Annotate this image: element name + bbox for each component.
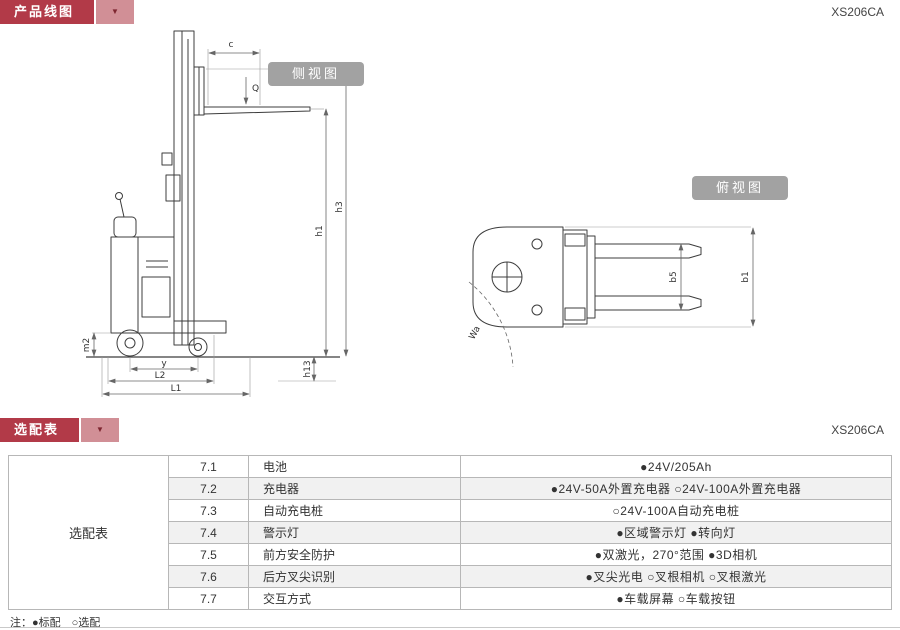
top-view-badge: 俯视图 (692, 176, 788, 200)
section-header-product-line: 产品线图 ▼ XS206CA (0, 0, 900, 24)
row-name: 警示灯 (248, 521, 461, 544)
row-value: ●24V/205Ah (460, 455, 892, 478)
side-view-drawing: c Q h1 h3 h13 m2 y L2 L1 (82, 30, 349, 397)
row-number: 7.3 (168, 499, 249, 522)
dim-label-y: y (161, 359, 167, 369)
options-title-badge: 选配表 (0, 418, 80, 442)
top-view-drawing: b5 b1 Wa (468, 226, 756, 368)
row-number: 7.1 (168, 455, 249, 478)
triangle-down-icon: ▼ (96, 425, 104, 434)
row-name: 前方安全防护 (248, 543, 461, 566)
row-number: 7.6 (168, 565, 249, 588)
section-header-options: 选配表 ▼ XS206CA (0, 418, 900, 442)
triangle-marker-box: ▼ (81, 418, 120, 442)
triangle-down-icon: ▼ (111, 7, 119, 16)
row-number: 7.4 (168, 521, 249, 544)
side-view-badge: 侧视图 (268, 62, 364, 86)
row-number: 7.2 (168, 477, 249, 500)
dim-label-l1: L1 (171, 384, 182, 394)
model-label: XS206CA (831, 423, 884, 437)
dim-label-h3: h3 (335, 201, 345, 212)
product-line-title: 产品线图 (14, 4, 75, 19)
row-number: 7.7 (168, 587, 249, 610)
row-name: 自动充电桩 (248, 499, 461, 522)
options-group-label: 选配表 (8, 455, 169, 610)
dim-label-c: c (229, 40, 234, 50)
row-value: ●24V-50A外置充电器 ○24V-100A外置充电器 (460, 477, 892, 500)
row-name: 后方叉尖识别 (248, 565, 461, 588)
row-name: 交互方式 (248, 587, 461, 610)
footnote: 注：●标配 ○选配 (10, 617, 101, 629)
dim-label-h1: h1 (315, 225, 325, 236)
dim-label-wa: Wa (468, 325, 483, 342)
dim-label-b1: b1 (741, 271, 751, 282)
row-value: ●双激光，270°范围 ●3D相机 (460, 543, 892, 566)
options-title: 选配表 (14, 422, 60, 437)
row-value: ○24V-100A自动充电桩 (460, 499, 892, 522)
row-value: ●叉尖光电 ○叉根相机 ○叉根激光 (460, 565, 892, 588)
dim-label-m2: m2 (82, 338, 92, 353)
triangle-marker-box: ▼ (96, 0, 135, 24)
product-line-title-badge: 产品线图 (0, 0, 95, 24)
model-label: XS206CA (831, 5, 884, 19)
dim-label-b5: b5 (669, 271, 679, 282)
row-name: 电池 (248, 455, 461, 478)
bottom-divider (0, 627, 900, 628)
dim-label-l2: L2 (155, 371, 166, 381)
dim-label-h13: h13 (303, 360, 313, 377)
row-value: ●车载屏幕 ○车载按钮 (460, 587, 892, 610)
row-number: 7.5 (168, 543, 249, 566)
row-value: ●区域警示灯 ●转向灯 (460, 521, 892, 544)
dim-label-q: Q (252, 84, 259, 94)
row-name: 充电器 (248, 477, 461, 500)
